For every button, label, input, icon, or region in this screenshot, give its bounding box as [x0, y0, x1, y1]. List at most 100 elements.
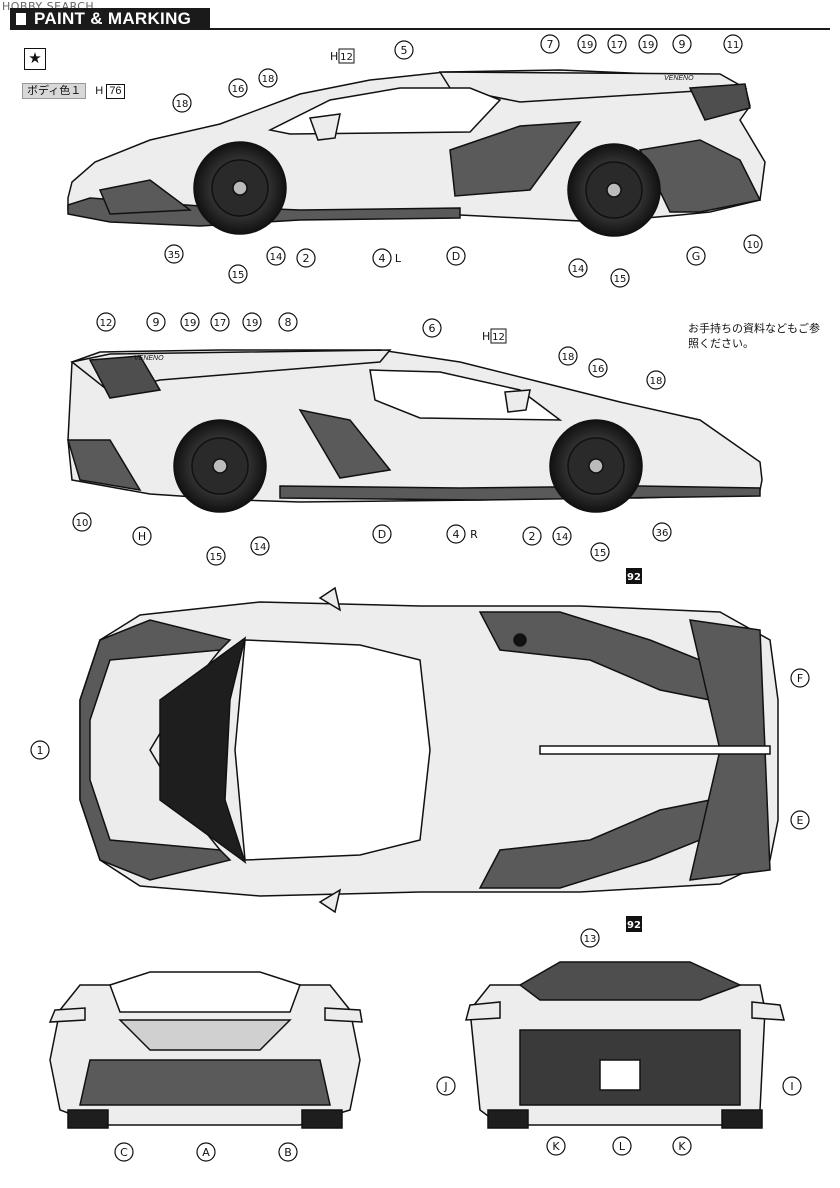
- svg-text:12: 12: [492, 332, 505, 343]
- callout-marker: 14: [568, 258, 588, 278]
- callout-label: 18: [650, 376, 663, 387]
- callout-label: 17: [214, 318, 227, 329]
- rear-view: [465, 961, 785, 1129]
- svg-text:H: H: [330, 50, 338, 63]
- callout-marker: 18: [172, 93, 192, 113]
- callout-label: 2: [303, 252, 310, 265]
- callout-marker: 19: [180, 312, 200, 332]
- header-bar: PAINT & MARKING: [10, 8, 210, 30]
- callout-label: 19: [184, 318, 197, 329]
- callout-marker: R: [470, 528, 478, 541]
- callout-marker: 15: [228, 264, 248, 284]
- body-color-prefix: H: [95, 85, 104, 97]
- callout-marker: 2: [522, 526, 542, 546]
- callout-marker: B: [278, 1142, 298, 1162]
- callout-marker: 18: [258, 68, 278, 88]
- callout-marker: J: [436, 1076, 456, 1096]
- callout-marker: 1: [30, 740, 50, 760]
- callout-marker: 9: [146, 312, 166, 332]
- callout-marker: F: [790, 668, 810, 688]
- callout-marker: E: [790, 810, 810, 830]
- callout-marker: L: [612, 1136, 632, 1156]
- callout-label: 1: [37, 744, 44, 757]
- car-lettering-right: VENENO: [134, 355, 164, 362]
- callout-label: 19: [642, 40, 655, 51]
- callout-marker: L: [395, 252, 402, 265]
- callout-marker: 92: [626, 568, 642, 584]
- body-color-label: ボディ色１: [22, 83, 87, 99]
- callout-label: 4: [453, 528, 460, 541]
- side-view-left: VENENO: [67, 69, 766, 237]
- callout-label: 15: [210, 552, 223, 563]
- top-view: [79, 586, 779, 914]
- svg-text:H: H: [482, 330, 490, 343]
- callout-label: 7: [547, 38, 554, 51]
- callout-label: 10: [747, 240, 760, 251]
- callout-label: F: [797, 672, 803, 685]
- callout-label: R: [470, 528, 478, 541]
- callout-marker: G: [686, 246, 706, 266]
- callout-label: 16: [592, 364, 605, 375]
- callout-label: 8: [285, 316, 292, 329]
- callout-label: K: [678, 1140, 686, 1153]
- callout-label: 14: [270, 252, 283, 263]
- callout-label: 18: [176, 99, 189, 110]
- callout-label: 12: [100, 318, 113, 329]
- callout-marker: 19: [242, 312, 262, 332]
- callout-marker: 10: [72, 512, 92, 532]
- callout-marker: 15: [206, 546, 226, 566]
- callout-label: A: [202, 1146, 210, 1159]
- callout-marker: 17: [210, 312, 230, 332]
- callout-label: 9: [679, 38, 686, 51]
- callout-label: 11: [727, 40, 740, 51]
- callout-label: G: [692, 250, 701, 263]
- page-title: PAINT & MARKING: [34, 9, 192, 28]
- callout-marker: 36: [652, 522, 672, 542]
- car-lettering: VENENO: [664, 75, 694, 82]
- callout-marker: 12: [96, 312, 116, 332]
- callout-label: 35: [168, 250, 181, 261]
- callout-marker: 17: [607, 34, 627, 54]
- callout-label: 14: [572, 264, 585, 275]
- callout-marker: 8: [278, 312, 298, 332]
- square-icon: [16, 13, 26, 25]
- section-header: PAINT & MARKING: [10, 8, 830, 30]
- callout-marker: 14: [552, 526, 572, 546]
- callout-label: 15: [594, 548, 607, 559]
- callout-label: 17: [611, 40, 624, 51]
- side-view-right: VENENO: [66, 349, 763, 513]
- callout-marker: C: [114, 1142, 134, 1162]
- callout-label: 14: [556, 532, 569, 543]
- callout-label: 4: [379, 252, 386, 265]
- callout-marker: 19: [577, 34, 597, 54]
- callout-marker: D: [372, 524, 392, 544]
- callout-label: 16: [232, 84, 245, 95]
- callout-label: K: [552, 1140, 560, 1153]
- callout-marker: 10: [743, 234, 763, 254]
- star-icon: ★: [24, 48, 46, 70]
- callout-marker: 35: [164, 244, 184, 264]
- callout-label: L: [395, 252, 402, 265]
- callout-label: 92: [627, 572, 641, 583]
- callout-label: 36: [656, 528, 669, 539]
- callout-label: 19: [581, 40, 594, 51]
- callout-marker: K: [672, 1136, 692, 1156]
- callout-marker: 15: [610, 268, 630, 288]
- callout-label: H: [138, 530, 146, 543]
- callout-marker: 4: [372, 248, 392, 268]
- callout-label: C: [120, 1146, 128, 1159]
- callout-label: 14: [254, 542, 267, 553]
- callout-marker: K: [546, 1136, 566, 1156]
- callout-marker: 4: [446, 524, 466, 544]
- callout-marker: 18: [558, 346, 578, 366]
- callout-marker: 14: [266, 246, 286, 266]
- callout-label: 2: [529, 530, 536, 543]
- body-color-note: ボディ色１ H 76: [22, 82, 125, 99]
- callout-marker: 9: [672, 34, 692, 54]
- callout-marker: 13: [580, 928, 600, 948]
- callout-marker: 16: [588, 358, 608, 378]
- callout-label: 19: [246, 318, 259, 329]
- header-rule: [210, 28, 830, 30]
